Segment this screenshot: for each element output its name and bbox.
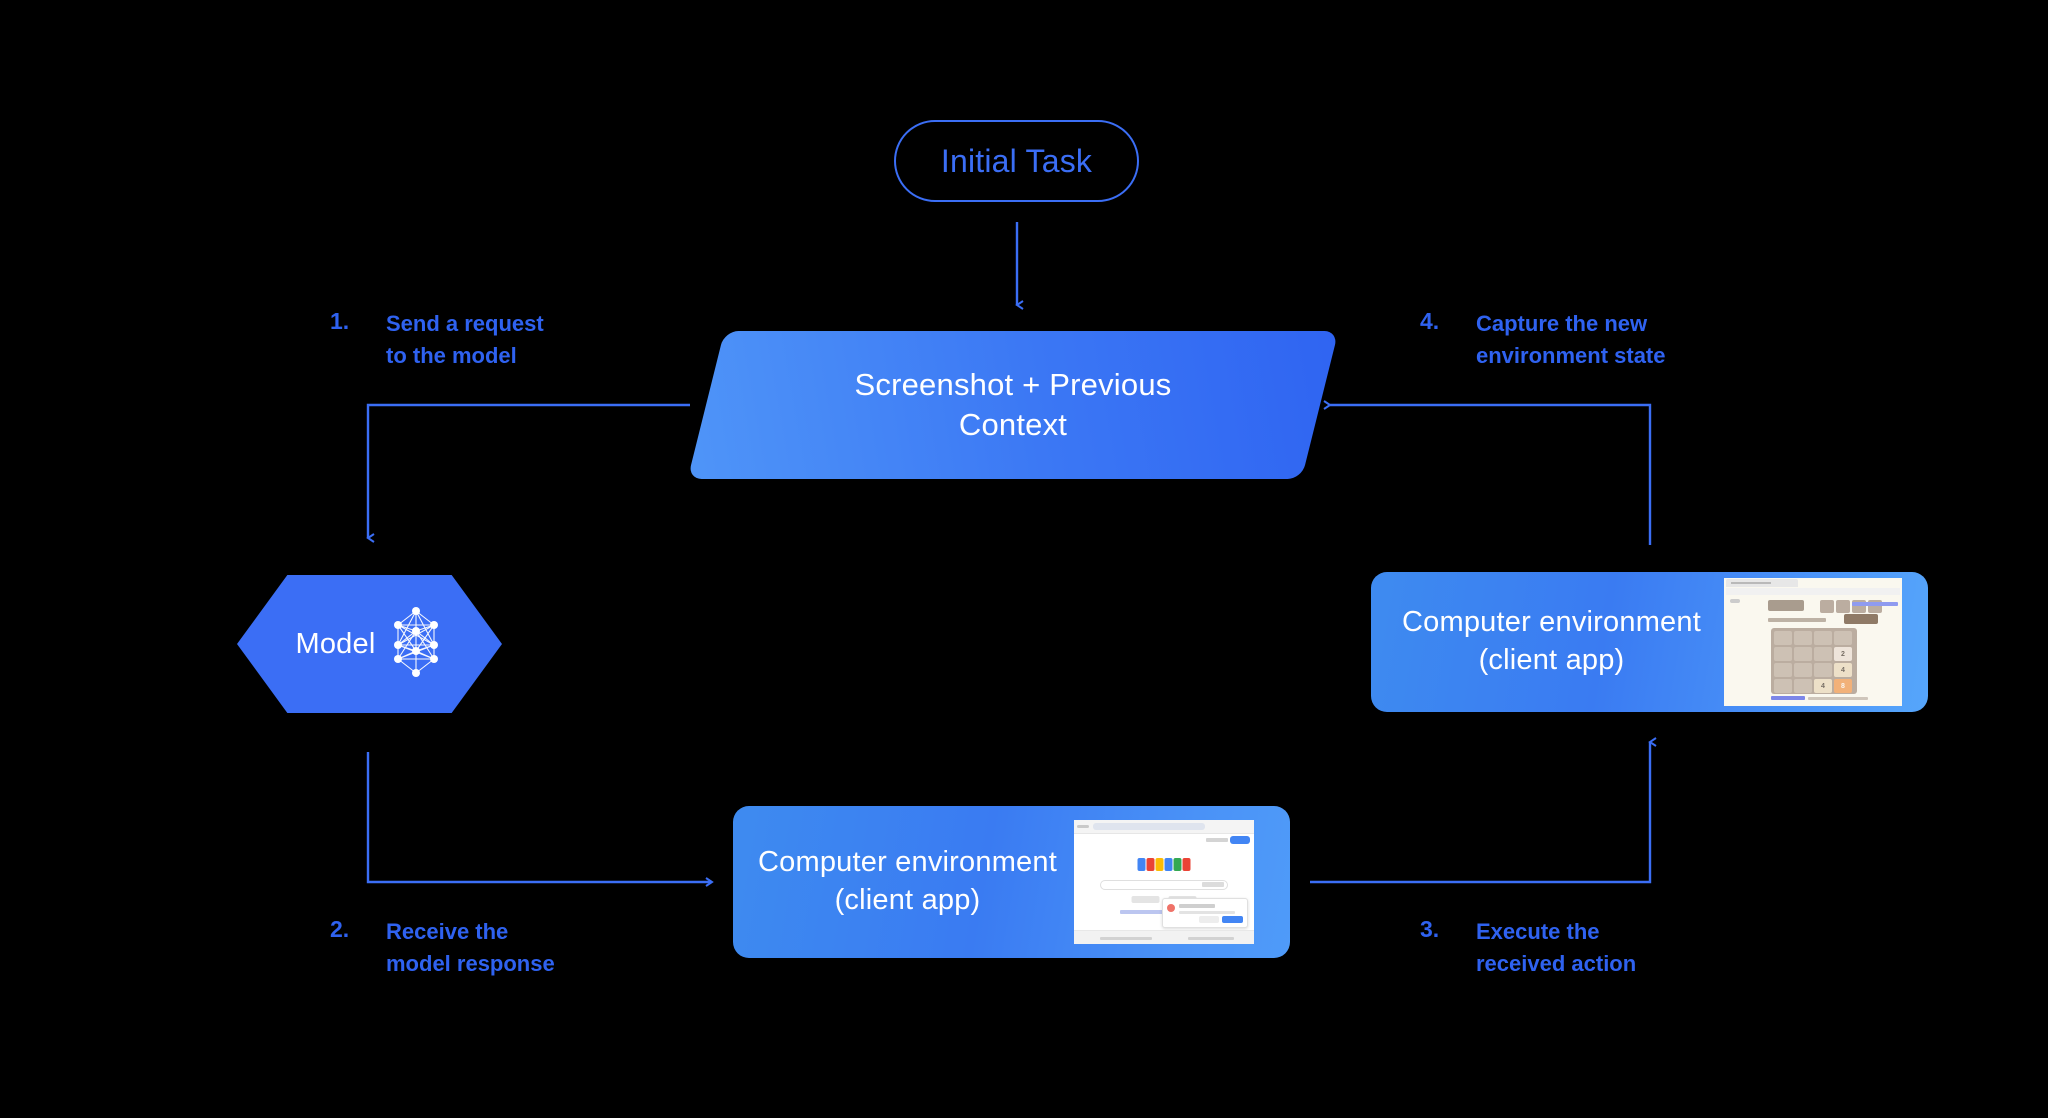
node-model[interactable]: Model xyxy=(237,575,502,713)
step-label-3: 3. Execute the received action xyxy=(1420,916,1636,980)
footer-link xyxy=(1771,696,1805,700)
tile: 4 xyxy=(1814,679,1832,693)
step-1-number: 1. xyxy=(330,308,350,334)
header-links xyxy=(1852,602,1898,606)
step-3-number: 3. xyxy=(1420,916,1440,942)
node-initial-task[interactable]: Initial Task xyxy=(894,120,1139,202)
edge-context-to-model xyxy=(366,403,690,543)
new-game-button xyxy=(1844,614,1878,624)
step-3-text: Execute the received action xyxy=(1476,919,1637,976)
env-right-line1: Computer environment xyxy=(1402,606,1701,639)
search-icons xyxy=(1202,882,1224,887)
browser-chrome xyxy=(1074,820,1254,834)
context-label-group: Screenshot + Previous Context xyxy=(706,331,1320,479)
edge-envbottom-to-envright xyxy=(1310,737,1657,884)
context-label-line2: Context xyxy=(958,407,1068,442)
site-subtitle xyxy=(1768,618,1826,622)
tile: 8 xyxy=(1834,679,1852,693)
step-2-text: Receive the model response xyxy=(386,919,555,976)
node-computer-environment-right[interactable]: Computer environment (client app) xyxy=(1371,572,1928,712)
step-4-number: 4. xyxy=(1420,308,1440,334)
edge-envright-to-context xyxy=(1323,400,1652,545)
consent-dialog xyxy=(1162,898,1248,928)
footer-text xyxy=(1808,697,1868,700)
sign-in-button xyxy=(1230,836,1250,844)
google-logo-icon xyxy=(1137,858,1191,871)
step-label-2: 2. Receive the model response xyxy=(330,916,555,980)
context-label-line1: Screenshot + Previous xyxy=(854,366,1172,402)
site-title-2048 xyxy=(1768,600,1804,611)
node-computer-environment-bottom[interactable]: Computer environment (client app) xyxy=(733,806,1290,958)
env-bottom-line1: Computer environment xyxy=(758,846,1057,879)
node-screenshot-previous-context[interactable]: Screenshot + Previous Context xyxy=(687,331,1339,479)
page-footer xyxy=(1074,930,1254,944)
thumbnail-google-search xyxy=(1074,820,1254,944)
browser-tab xyxy=(1726,579,1798,587)
model-content: Model xyxy=(237,575,502,713)
step-1-text: Send a request to the model xyxy=(386,311,544,368)
window-controls xyxy=(1077,825,1089,828)
game-board: 2 4 4 8 xyxy=(1771,628,1857,694)
step-2-number: 2. xyxy=(330,916,350,942)
address-bar xyxy=(1093,823,1205,830)
step-label-4: 4. Capture the new environment state xyxy=(1420,308,1666,372)
nav-links xyxy=(1206,838,1228,842)
browser-url-bar xyxy=(1726,588,1900,603)
step-label-1: 1. Send a request to the model xyxy=(330,308,544,372)
score-box-2 xyxy=(1836,600,1850,613)
env-right-line2: (client app) xyxy=(1478,644,1625,676)
score-box-1 xyxy=(1820,600,1834,613)
env-bottom-line2: (client app) xyxy=(834,884,981,916)
hexagon-shape xyxy=(237,575,502,713)
initial-task-label: Initial Task xyxy=(940,142,1093,179)
neural-network-icon xyxy=(388,605,444,684)
edge-model-to-envbottom xyxy=(366,752,714,887)
search-input xyxy=(1100,880,1228,890)
model-label: Model xyxy=(295,627,376,660)
tile: 4 xyxy=(1834,663,1852,677)
thumbnail-2048-game: 2 4 4 8 xyxy=(1724,578,1902,706)
step-4-text: Capture the new environment state xyxy=(1476,311,1666,368)
env-right-caption: Computer environment (client app) xyxy=(1379,604,1724,679)
env-bottom-caption: Computer environment (client app) xyxy=(741,844,1074,919)
tile: 2 xyxy=(1834,647,1852,661)
